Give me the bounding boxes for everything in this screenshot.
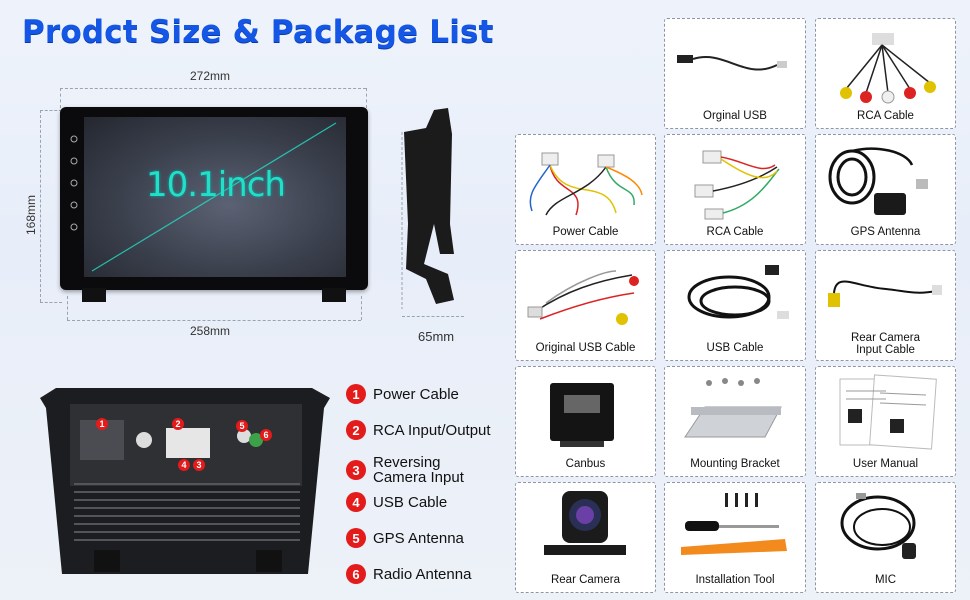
- package-item-label: Canbus: [565, 458, 606, 470]
- dim-tick: [60, 88, 61, 108]
- package-item-rear-camera-input-cable: Rear Camera Input Cable: [815, 250, 956, 361]
- power-harness-icon: [529, 152, 643, 216]
- package-item-usb-cable: USB Cable: [664, 250, 806, 361]
- usb-harness-icon: [527, 270, 639, 325]
- legend-item-3: 3 Reversing Camera Input: [346, 455, 473, 485]
- package-item-label: RCA Cable: [857, 110, 914, 122]
- package-item-rear-camera: Rear Camera: [515, 482, 656, 593]
- side-buttons-icon: [70, 135, 78, 231]
- back-marker-2: 2: [172, 418, 184, 430]
- legend-item-4: 4 USB Cable: [346, 492, 447, 512]
- package-item-gps-antenna: GPS Antenna: [815, 134, 956, 245]
- package-item-label: Orginal USB: [703, 110, 767, 122]
- dim-tick: [366, 88, 367, 108]
- display-screen: [84, 117, 346, 277]
- package-item-label: Rear Camera: [550, 574, 621, 586]
- rca-cable-icon: [840, 33, 936, 104]
- page-title: Prodct Size & Package List: [22, 14, 494, 50]
- legend-item-6: 6 Radio Antenna: [346, 564, 471, 584]
- legend-item-1: 1 Power Cable: [346, 384, 459, 404]
- package-item-label: Power Cable: [552, 226, 619, 238]
- rca-harness-icon: [694, 150, 780, 220]
- canbus-box-icon: [550, 383, 614, 447]
- legend-label: RCA Input/Output: [373, 421, 491, 439]
- dim-tick: [361, 296, 362, 320]
- package-item-label: User Manual: [852, 458, 919, 470]
- legend-number: 5: [346, 528, 366, 548]
- package-item-user-manual: User Manual: [815, 366, 956, 477]
- dim-tick: [67, 296, 68, 320]
- dim-width-bottom: 258mm: [190, 324, 231, 338]
- package-item-mic: MIC: [815, 482, 956, 593]
- head-unit-front: 10.1inch: [60, 107, 368, 290]
- back-marker-3: 3: [193, 459, 205, 471]
- package-item-label: Original USB Cable: [535, 342, 636, 354]
- back-marker-4: 4: [178, 459, 190, 471]
- mic-icon: [840, 493, 916, 559]
- legend-item-2: 2 RCA Input/Output: [346, 420, 491, 440]
- camera-cable-icon: [828, 280, 942, 307]
- package-item-installation-tool: Installation Tool: [664, 482, 806, 593]
- usb-coil-icon: [687, 265, 789, 319]
- package-item-original-usb-cable: Original USB Cable: [515, 250, 656, 361]
- legend-number: 4: [346, 492, 366, 512]
- dim-line-bottom: [67, 320, 361, 321]
- package-item-canbus: Canbus: [515, 366, 656, 477]
- bracket-icon: [684, 378, 782, 438]
- manual-icon: [839, 374, 937, 450]
- package-item-label: Mounting Bracket: [690, 458, 780, 470]
- package-item-label: USB Cable: [706, 342, 764, 354]
- legend-label: Power Cable: [373, 385, 459, 403]
- screen-size-label: 10.1inch: [146, 165, 286, 205]
- tools-icon: [681, 493, 787, 555]
- head-unit-side-profile: [396, 104, 466, 309]
- package-item-label: GPS Antenna: [850, 226, 921, 238]
- dim-line-top: [60, 88, 366, 89]
- package-item-power-cable: Power Cable: [515, 134, 656, 245]
- dim-tick: [40, 302, 62, 303]
- package-item-label: Installation Tool: [695, 574, 775, 586]
- dim-height: 168mm: [24, 195, 38, 236]
- legend-number: 2: [346, 420, 366, 440]
- head-unit-back-panel: 1 2 4 3 5 6: [38, 384, 334, 576]
- rear-camera-icon: [544, 491, 626, 555]
- back-marker-1: 1: [96, 418, 108, 430]
- legend-number: 1: [346, 384, 366, 404]
- legend-label: Reversing Camera Input: [373, 454, 464, 486]
- package-item-rca-cable: RCA Cable: [815, 18, 956, 129]
- legend-label: GPS Antenna: [373, 529, 464, 547]
- legend-item-5: 5 GPS Antenna: [346, 528, 464, 548]
- package-item-label: Rear Camera Input Cable: [850, 332, 921, 356]
- dim-tick: [40, 110, 62, 111]
- usb-cable-icon: [677, 55, 787, 71]
- gps-antenna-icon: [828, 147, 928, 215]
- package-item-mounting-bracket: Mounting Bracket: [664, 366, 806, 477]
- dim-width-top: 272mm: [190, 69, 231, 83]
- back-marker-6: 6: [260, 429, 272, 441]
- dim-line-depth: [402, 316, 464, 317]
- mount-tabs: [82, 288, 346, 302]
- package-item-orginal-usb: Orginal USB: [664, 18, 806, 129]
- legend-label: Radio Antenna: [373, 565, 472, 583]
- back-marker-5: 5: [236, 420, 248, 432]
- dim-line-left: [40, 110, 41, 302]
- legend-number: 3: [346, 460, 366, 480]
- legend-label: USB Cable: [373, 493, 448, 511]
- legend-number: 6: [346, 564, 366, 584]
- dim-depth: 65mm: [418, 329, 455, 344]
- package-item-label: RCA Cable: [706, 226, 764, 238]
- package-item-rca-cable-2: RCA Cable: [664, 134, 806, 245]
- package-item-label: MIC: [874, 574, 897, 586]
